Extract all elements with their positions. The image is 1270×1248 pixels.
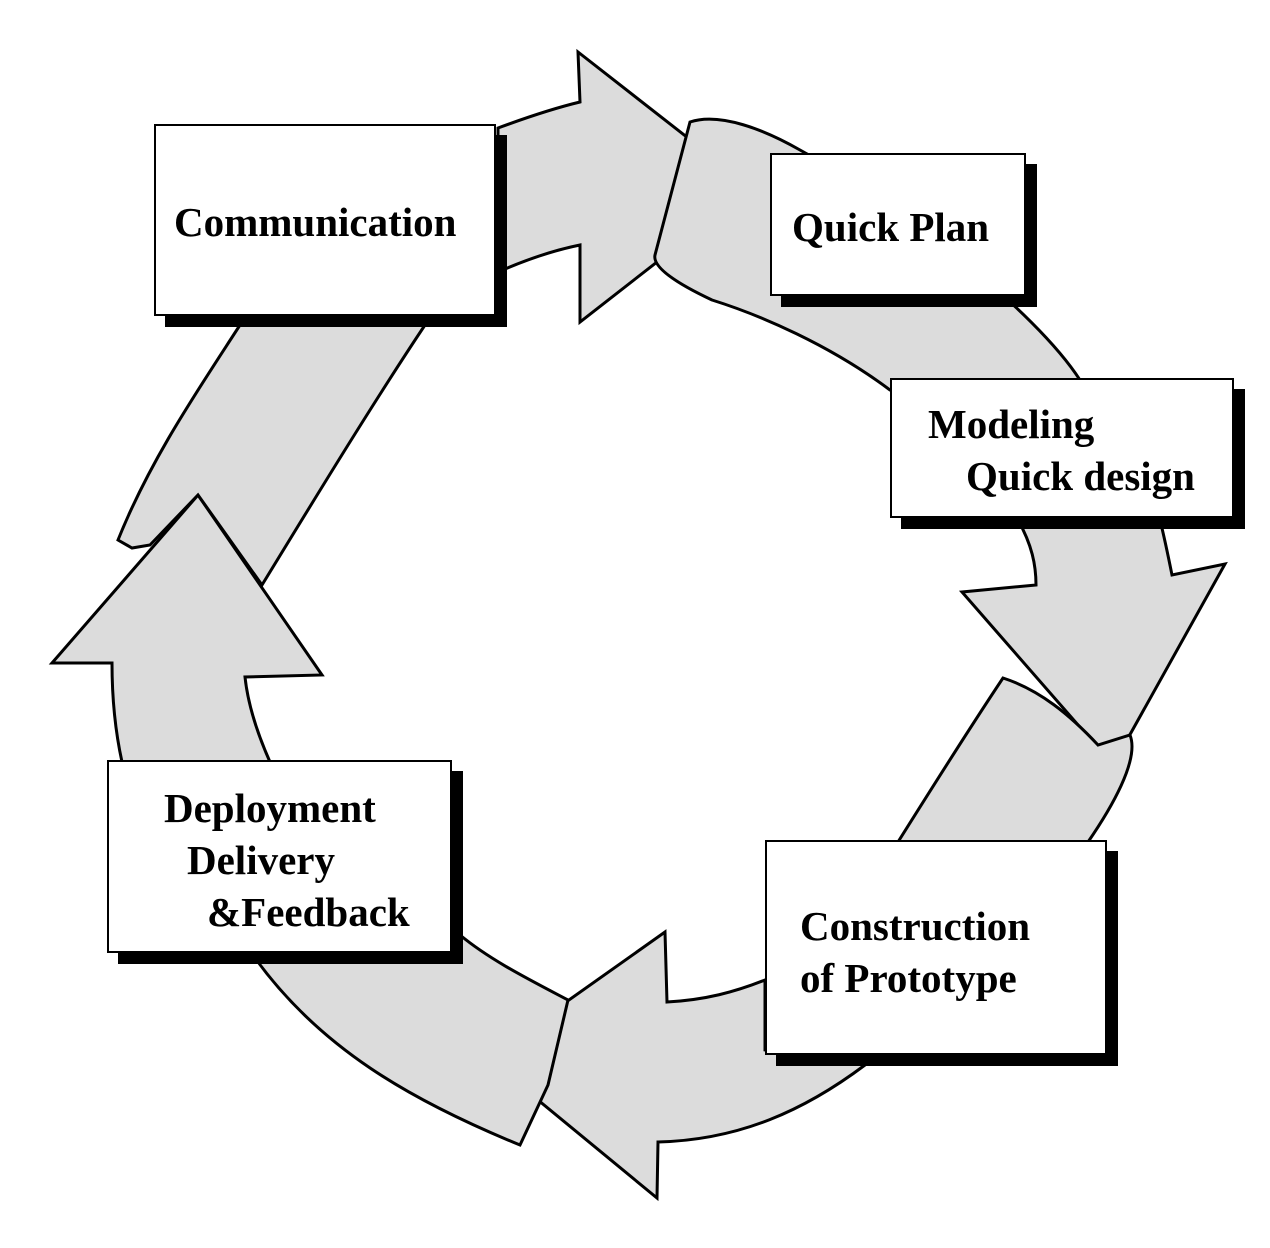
deployment-label-line2: Delivery bbox=[187, 837, 335, 883]
arrow-deployment-to-communication bbox=[48, 492, 325, 764]
arrow-construction-connector bbox=[895, 676, 1134, 844]
construction-label-line2: of Prototype bbox=[800, 955, 1017, 1001]
communication-box: Communication bbox=[154, 124, 496, 316]
arrow-communication-connector bbox=[116, 323, 428, 588]
deployment-box: Deployment Delivery &Feedback bbox=[107, 760, 452, 953]
quick-plan-label: Quick Plan bbox=[792, 204, 990, 250]
modeling-label-line2: Quick design bbox=[966, 453, 1195, 499]
modeling-box: Modeling Quick design bbox=[890, 378, 1234, 518]
modeling-label-line1: Modeling bbox=[928, 401, 1095, 447]
deployment-label-line3: &Feedback bbox=[207, 889, 410, 935]
arrow-deployment-connector bbox=[252, 933, 570, 1147]
quick-plan-box: Quick Plan bbox=[770, 153, 1026, 296]
deployment-label-line1: Deployment bbox=[164, 785, 376, 831]
communication-label: Communication bbox=[174, 199, 457, 245]
arrow-construction-to-deployment bbox=[484, 929, 869, 1202]
construction-box: Construction of Prototype bbox=[765, 840, 1107, 1055]
construction-label-line1: Construction bbox=[800, 903, 1031, 949]
